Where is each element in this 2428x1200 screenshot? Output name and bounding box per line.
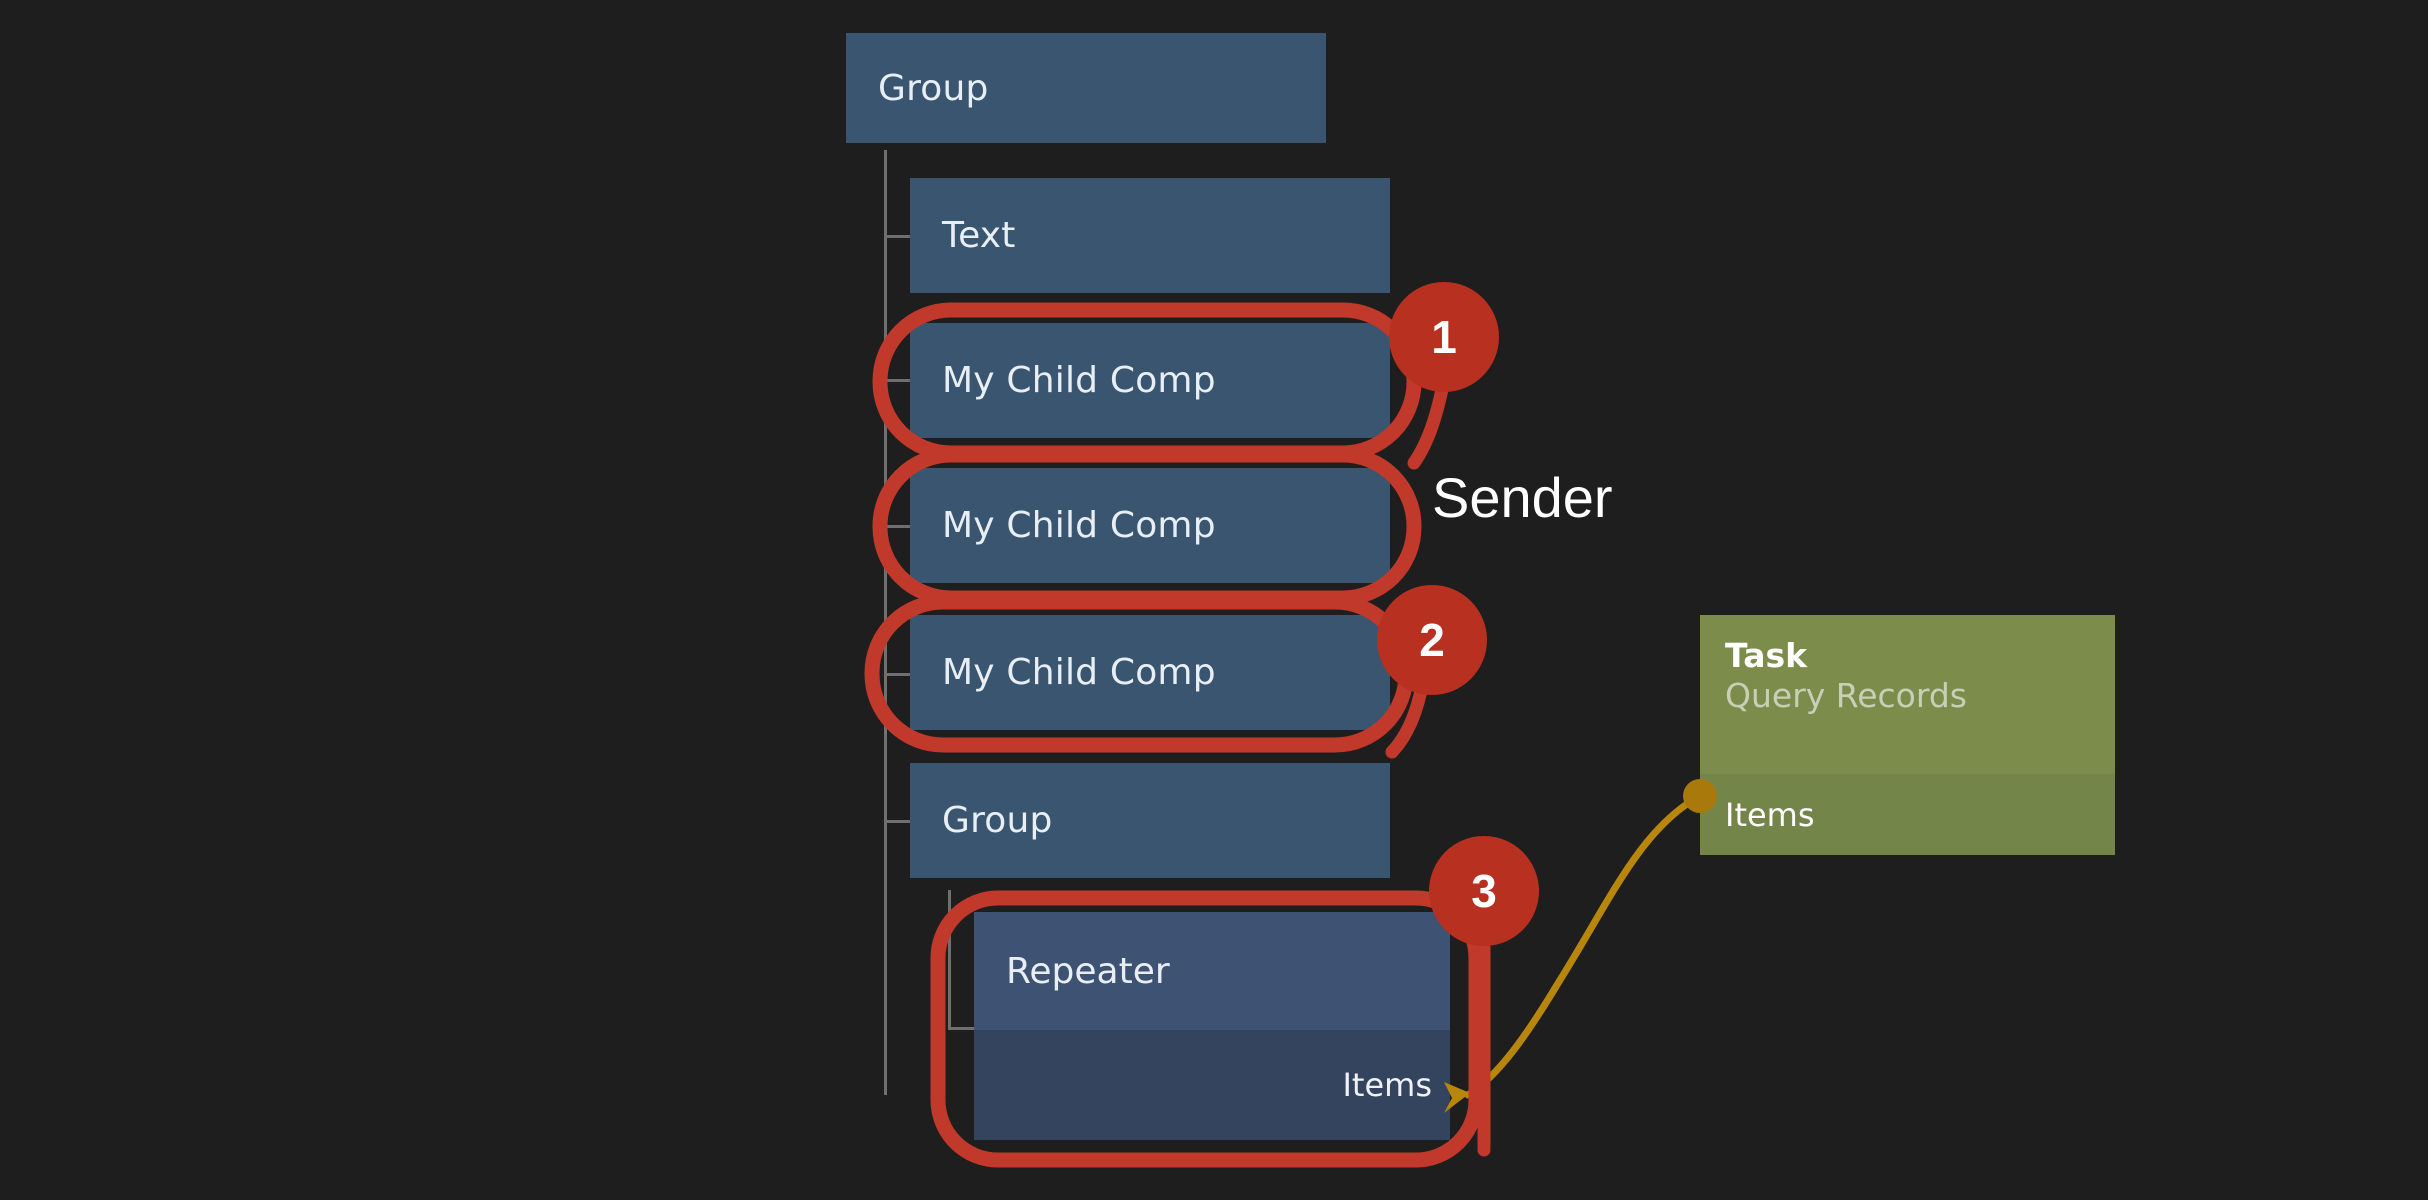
binding-connector xyxy=(1444,779,1717,1113)
tree-guide-connector-group xyxy=(884,820,914,823)
repeater-body: Items xyxy=(974,1030,1450,1140)
annotation-badge-2 xyxy=(1377,585,1487,759)
repeater-header: Repeater xyxy=(974,912,1450,1030)
tree-node-my-child-comp-3[interactable]: My Child Comp xyxy=(910,615,1390,730)
tree-node-label: My Child Comp xyxy=(942,360,1216,401)
tree-node-repeater[interactable]: Repeater Items xyxy=(974,912,1450,1140)
task-subtitle: Query Records xyxy=(1725,675,1967,715)
tree-node-label: Group xyxy=(942,800,1053,841)
tree-guide-connector-text xyxy=(884,235,914,238)
tree-node-group-child[interactable]: Group xyxy=(910,763,1390,878)
tree-guide-vertical-main xyxy=(884,150,887,1095)
tree-node-my-child-comp-1[interactable]: My Child Comp xyxy=(910,323,1390,438)
task-panel-header: Task Query Records xyxy=(1700,615,2115,774)
annotation-badge-1-number: 1 xyxy=(1431,311,1457,363)
annotation-badge-1 xyxy=(1389,282,1499,470)
annotation-callout-sender: Sender xyxy=(1432,466,1613,529)
annotation-badge-2-number: 2 xyxy=(1419,614,1445,666)
task-panel-body: Items xyxy=(1700,774,2115,855)
task-panel[interactable]: Task Query Records Items xyxy=(1700,615,2115,855)
tree-node-group-root[interactable]: Group xyxy=(846,33,1326,143)
tree-node-label: My Child Comp xyxy=(942,652,1216,693)
tree-node-my-child-comp-2[interactable]: My Child Comp xyxy=(910,468,1390,583)
tree-guide-vertical-sub xyxy=(948,890,951,1030)
annotation-badge-3-number: 3 xyxy=(1471,865,1497,917)
tree-node-label: Repeater xyxy=(1006,950,1170,992)
tree-node-text[interactable]: Text xyxy=(910,178,1390,293)
tree-node-label: Group xyxy=(878,67,989,109)
tree-node-label: Text xyxy=(942,215,1016,256)
task-title: Task xyxy=(1725,636,1808,675)
task-items-port-label[interactable]: Items xyxy=(1725,795,1815,834)
repeater-items-port-label[interactable]: Items xyxy=(1342,1066,1432,1104)
tree-node-label: My Child Comp xyxy=(942,505,1216,546)
